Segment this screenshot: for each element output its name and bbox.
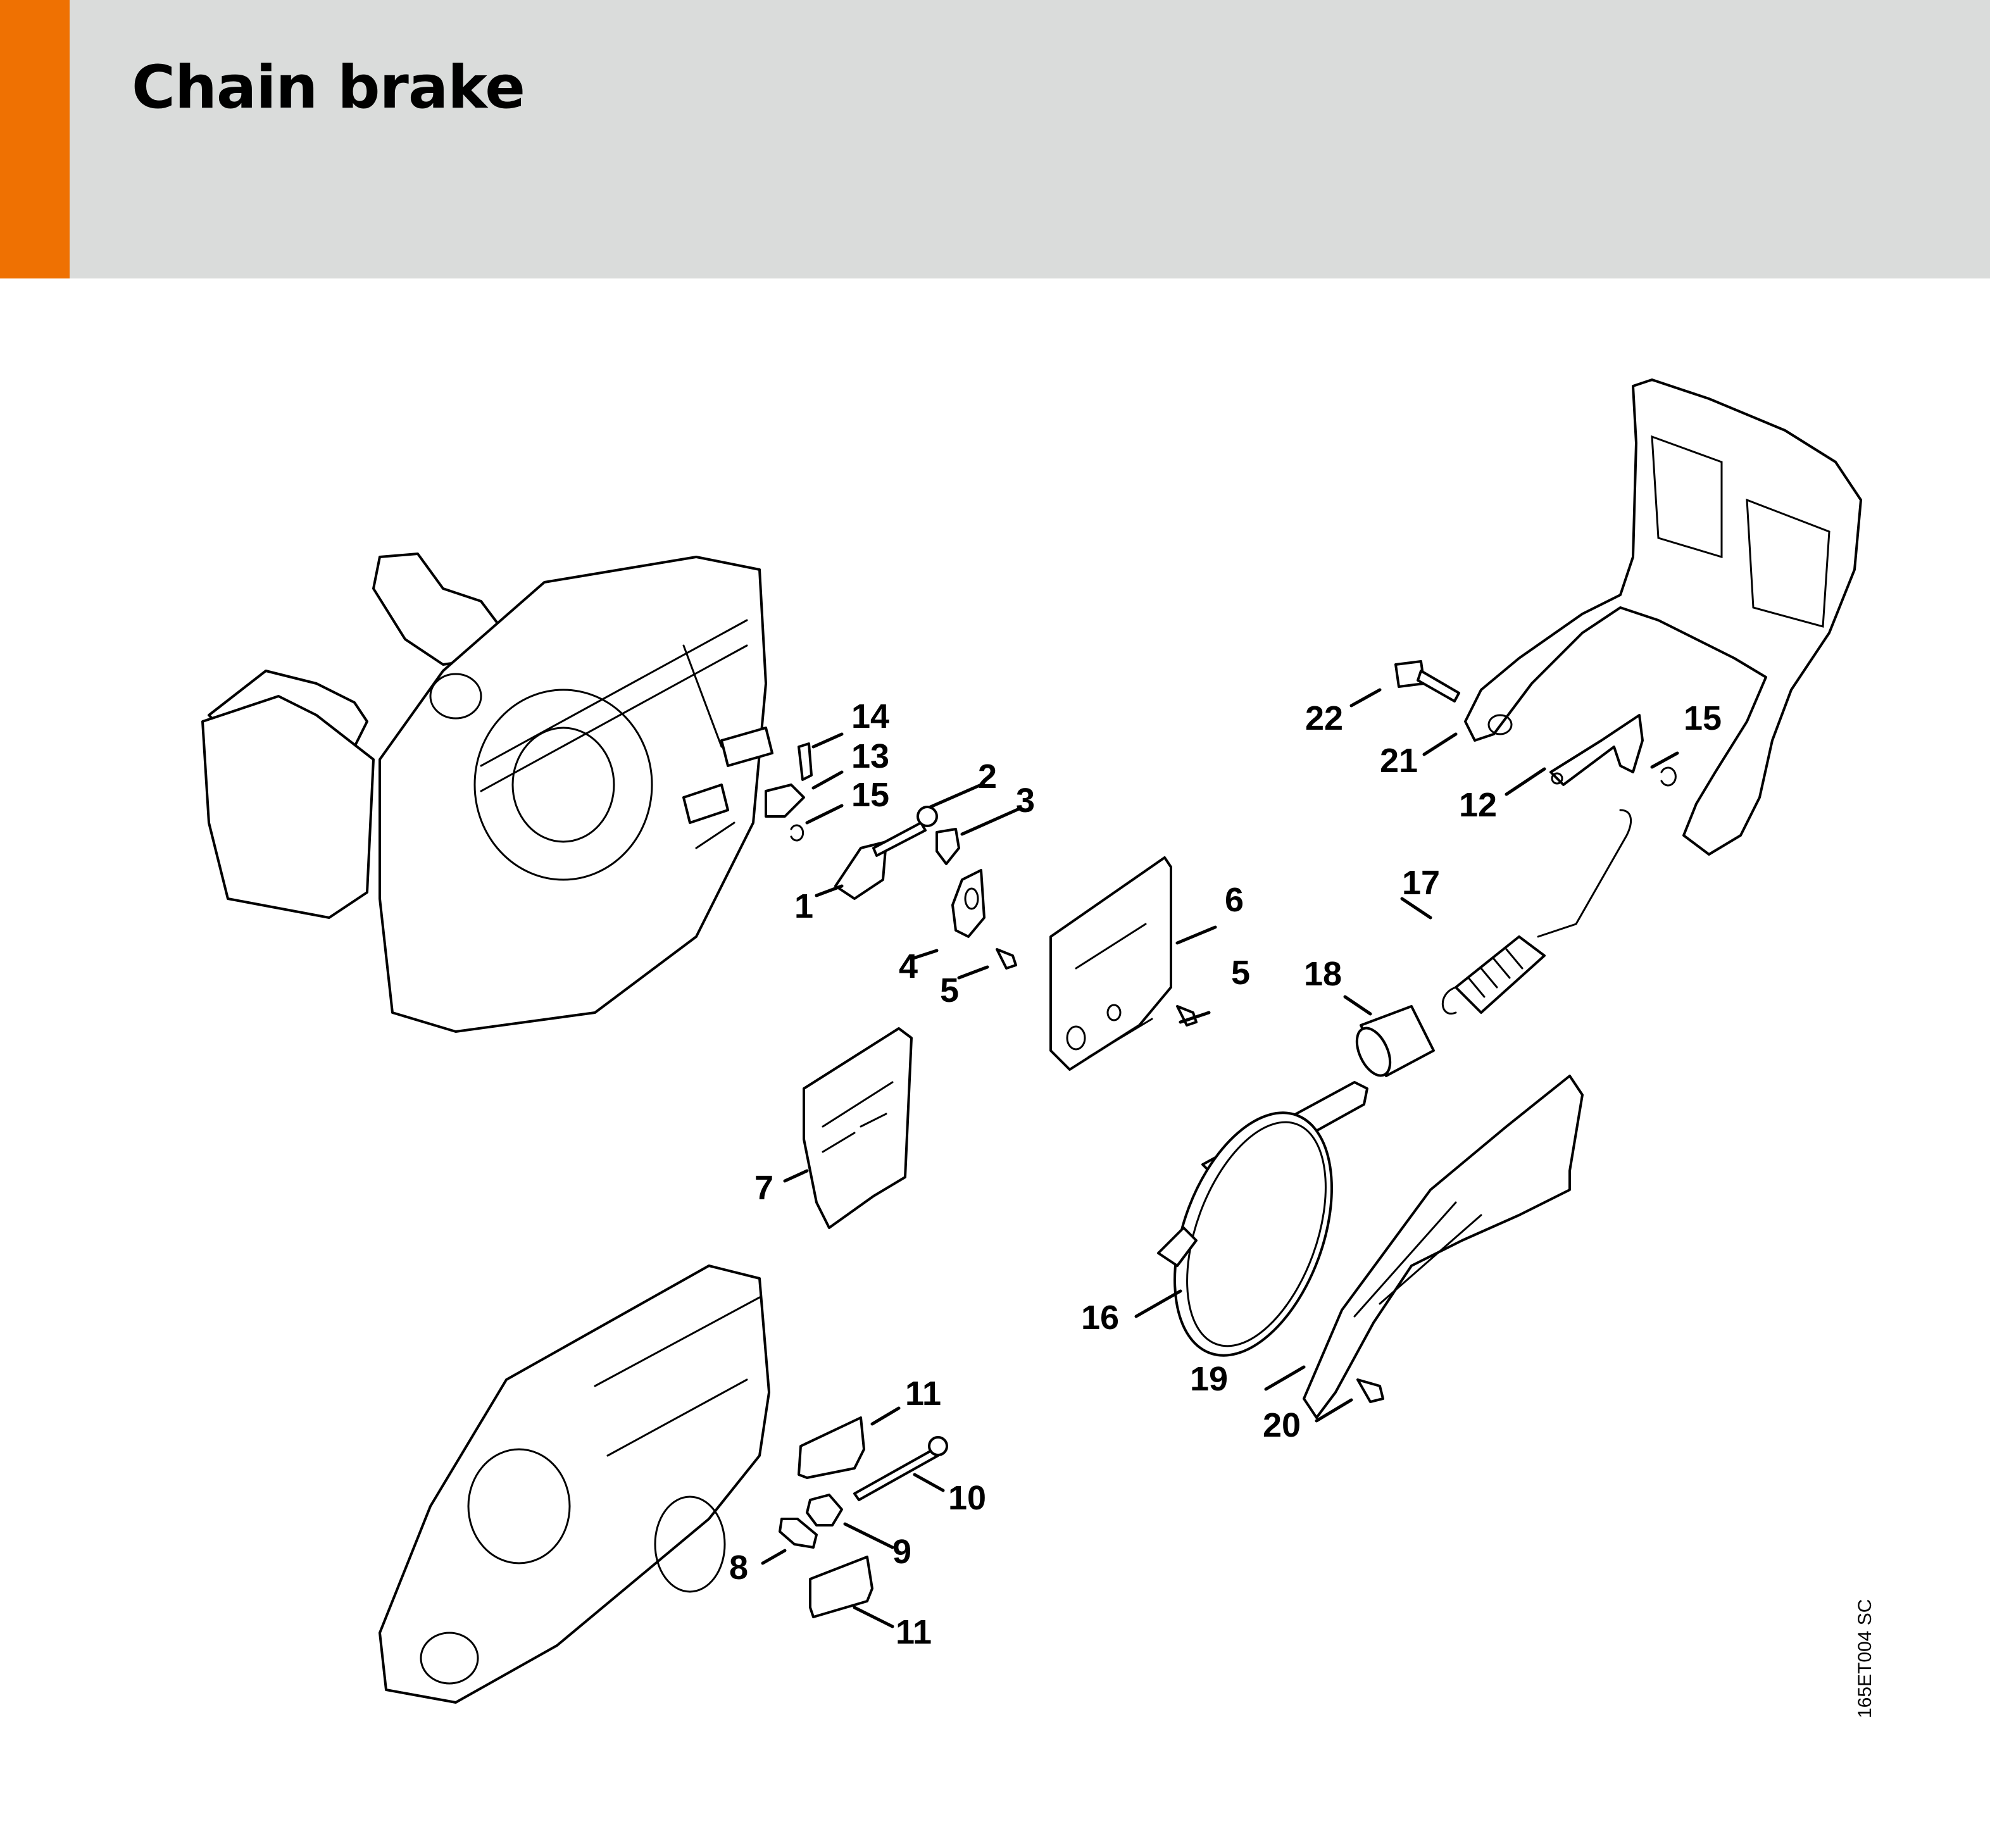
callout-1: 1 — [794, 887, 814, 925]
parts-illustration — [201, 378, 1862, 1704]
callout-10: 10 — [948, 1479, 987, 1517]
callout-13: 13 — [851, 737, 890, 775]
callout-20: 20 — [1263, 1406, 1301, 1444]
part-6-guide-plate — [1049, 856, 1172, 1071]
callout-18: 18 — [1304, 955, 1342, 993]
callout-22: 22 — [1305, 699, 1344, 737]
drawing-code: 165ET004 SC — [1855, 1599, 1875, 1718]
callout-9: 9 — [892, 1533, 912, 1571]
callout-4: 4 — [899, 947, 918, 985]
part-10-bolt — [853, 1448, 939, 1501]
callout-8: 8 — [729, 1549, 749, 1587]
callout-7: 7 — [754, 1169, 774, 1207]
part-8-pin — [779, 1518, 818, 1549]
callout-5: 5 — [940, 971, 960, 1009]
engine-housing-lower — [379, 1264, 770, 1704]
callout-3: 3 — [1016, 782, 1036, 820]
leader-lines — [761, 688, 1679, 1628]
part-9-nut — [806, 1494, 843, 1526]
part-2-screw — [872, 821, 927, 857]
part-17-spring — [1441, 809, 1632, 1015]
callout-15: 15 — [851, 776, 890, 814]
callout-6: 6 — [1225, 881, 1244, 919]
part-3-nut — [936, 828, 960, 865]
hand-guard — [1464, 378, 1862, 856]
part-4-plate — [951, 869, 986, 938]
part-11-pad-lower — [809, 1556, 873, 1618]
callout-2: 2 — [978, 758, 998, 796]
part-20-screw — [1356, 1378, 1384, 1403]
page-title: Chain brake — [132, 53, 525, 122]
part-14-spring — [798, 742, 813, 781]
part-19-brake-housing — [1303, 1075, 1584, 1419]
callout-19: 19 — [1190, 1360, 1229, 1398]
callout-15: 15 — [1684, 699, 1722, 737]
callout-12: 12 — [1459, 786, 1498, 824]
part-5-screw-a — [996, 948, 1017, 970]
callout-17: 17 — [1402, 864, 1441, 902]
part-15-eclip-left — [790, 824, 804, 842]
orange-accent-bar — [0, 0, 70, 278]
callout-11: 11 — [905, 1375, 942, 1413]
engine-housing-upper — [201, 553, 773, 1033]
callout-14: 14 — [851, 697, 890, 735]
part-5-screw-b — [1176, 1005, 1198, 1027]
part-12-lever — [1549, 714, 1644, 786]
part-13-pin — [765, 784, 805, 818]
callout-11: 11 — [896, 1613, 932, 1651]
part-7-plate — [803, 1027, 913, 1229]
callout-21: 21 — [1380, 742, 1418, 780]
callout-16: 16 — [1081, 1299, 1120, 1337]
part-15-eclip-right — [1660, 766, 1677, 787]
exploded-parts-diagram: 1 2 3 4 5 5 6 7 8 9 10 11 11 12 13 14 15… — [0, 278, 1990, 1848]
callout-5: 5 — [1231, 954, 1251, 992]
part-16-brake-band — [1157, 1081, 1368, 1357]
part-1-adjuster-block — [834, 840, 887, 900]
page-header: Chain brake — [0, 0, 1990, 278]
part-11-pad-upper — [798, 1416, 865, 1479]
